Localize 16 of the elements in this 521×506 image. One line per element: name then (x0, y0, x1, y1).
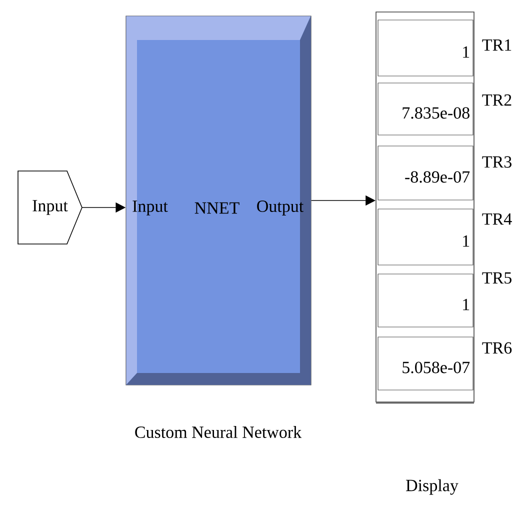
port-label: TR1 (482, 39, 512, 51)
port-label: TR6 (482, 342, 512, 354)
port-label: TR3 (482, 156, 512, 168)
value-cell: 7.835e-08 (378, 82, 474, 136)
value-cell: -8.89e-07 (378, 146, 474, 200)
block-caption: Display (406, 479, 458, 495)
block-caption: Custom Neural Network (135, 426, 302, 438)
value-cell: 1 (378, 208, 474, 266)
input-port: Input (18, 170, 82, 244)
value-cell: 1 (378, 274, 474, 328)
block: Input NNET Output (126, 16, 312, 386)
value-cell: 1 (378, 20, 474, 76)
port-label: TR5 (482, 272, 512, 284)
port-label: TR4 (482, 213, 512, 225)
port-label: TR2 (482, 94, 512, 106)
value-cell: 5.058e-07 (378, 336, 474, 390)
